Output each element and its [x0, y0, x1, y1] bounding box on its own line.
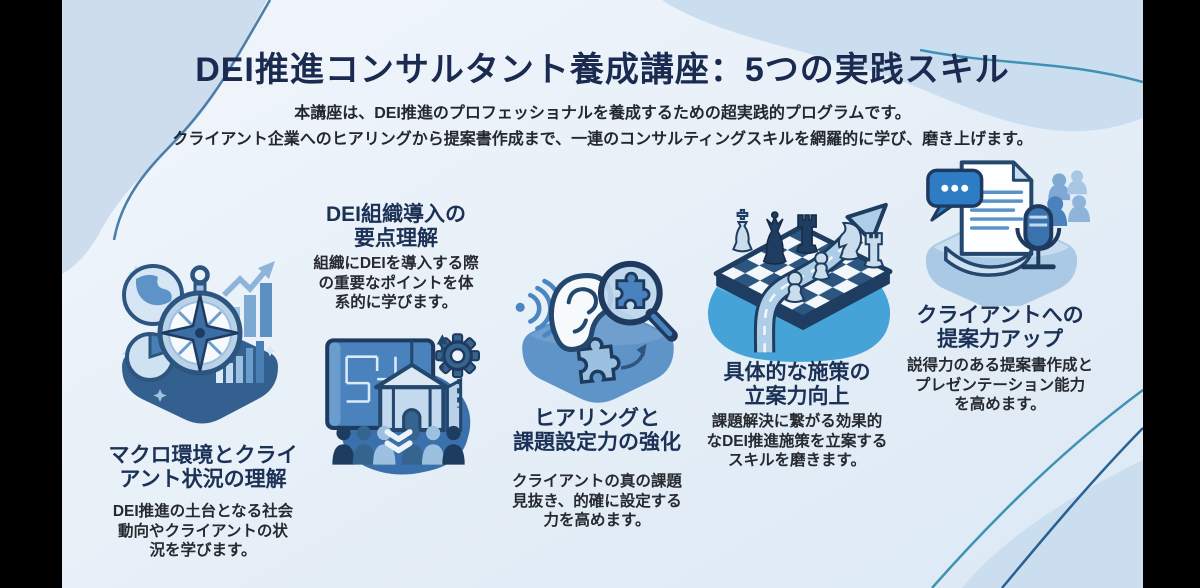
page-curl-icon [944, 246, 1034, 277]
letterbox-right [1143, 0, 1200, 588]
infographic-content: DEI推進コンサルタント養成講座：5つの実践スキル 本講座は、DEI推進のプロフ… [62, 0, 1143, 588]
microphone-icon [1015, 204, 1062, 270]
intro-line-1: 本講座は、DEI推進のプロフェッショナルを養成するための超実践的プログラムです。 [294, 105, 911, 122]
page-title: DEI推進コンサルタント養成講座：5つの実践スキル [195, 51, 1010, 89]
mini-bars-icon [216, 341, 264, 383]
skill-description-5: 説得力のある提案書作成と プレゼンテーション能力 を高めます。 [906, 357, 1093, 413]
letterbox-left [0, 0, 62, 588]
skill-title-3: ヒアリングと 課題設定力の強化 [513, 407, 681, 454]
skill-title-5: クライアントへの 提案力アップ [916, 304, 1084, 351]
skill-description-3: クライアントの真の課題 見抜き、的確に設定する 力を高めます。 [512, 473, 682, 529]
compass-icon [157, 265, 243, 376]
people-group-icon [332, 425, 465, 465]
trend-arrow-icon [258, 261, 275, 279]
globe-compass-chart-icon [100, 250, 300, 442]
puzzle-piece-icon [576, 337, 647, 384]
speech-bubble-icon [926, 168, 984, 222]
intro-line-2: クライアント企業へのヒアリングから提案書作成まで、一連のコンサルティングスキルを… [172, 131, 1033, 148]
skill-title-1: マクロ環境とクライ アント状況の理解 [108, 444, 298, 491]
chevron-down-icon [384, 429, 413, 454]
intro-text: 本講座は、DEI推進のプロフェッショナルを養成するための超実践的プログラムです。… [62, 101, 1143, 153]
building-icon [374, 340, 463, 433]
chess-strategy-icon [698, 174, 900, 362]
skill-description-2: 組織にDEIを導入する際 の重要なポイントを体 系的に学びます。 [313, 255, 479, 311]
skill-description-4: 課題解決に繋がる効果的 なDEI推進施策を立案する スキルを磨きます。 [706, 413, 888, 469]
magnifier-icon [598, 260, 678, 342]
proposal-document-icon [910, 156, 1094, 306]
ear-magnifier-puzzle-icon [502, 246, 694, 404]
chess-pieces-icon [732, 208, 885, 304]
skill-title-4: 具体的な施策の 立案力向上 [723, 361, 871, 408]
blueprint-building-icon [313, 328, 481, 476]
skill-description-1: DEI推進の土台となる社会 動向やクライアントの状 況を学びます。 [112, 503, 294, 559]
skill-title-2: DEI組織導入の 要点理解 [325, 203, 466, 250]
